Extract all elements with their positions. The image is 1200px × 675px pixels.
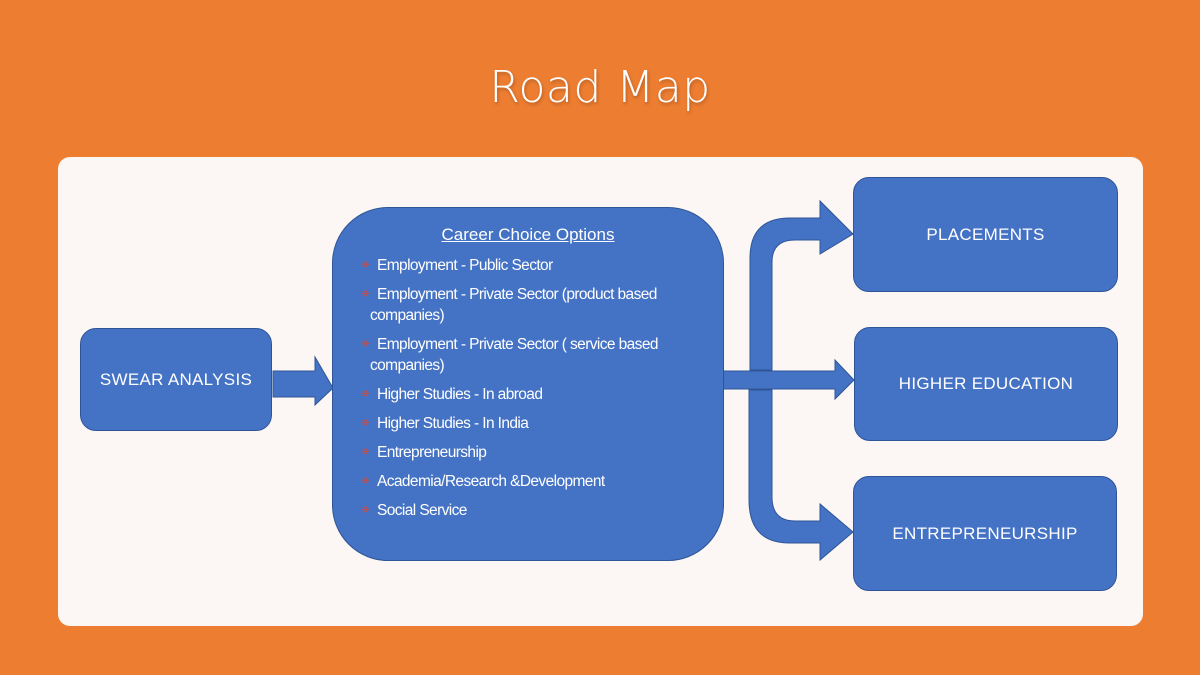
career-option-item: ❖ Academia/Research &Development xyxy=(361,471,711,492)
entrepreneurship-label: ENTREPRENEURSHIP xyxy=(892,523,1078,543)
diamond-bullet-icon: ❖ xyxy=(361,389,370,400)
career-option-text-continued: companies) xyxy=(370,357,445,374)
career-option-item: ❖ Social Service xyxy=(361,500,711,521)
diamond-bullet-icon: ❖ xyxy=(361,418,370,429)
career-option-text: Employment - Private Sector ( service ba… xyxy=(377,336,658,353)
placements-box: PLACEMENTS xyxy=(853,177,1118,292)
career-option-item: ❖ Higher Studies - In India xyxy=(361,413,711,434)
career-option-text: Employment - Private Sector (product bas… xyxy=(377,286,657,303)
career-option-text-continued: companies) xyxy=(370,307,445,324)
career-options-heading: Career Choice Options xyxy=(441,225,615,244)
career-option-item: ❖ Employment - Private Sector ( service b… xyxy=(361,334,711,376)
slide-title: Road Map xyxy=(489,62,711,113)
arrow-to-entrepreneurship xyxy=(748,389,854,562)
swear-analysis-label: SWEAR ANALYSIS xyxy=(99,369,253,389)
diamond-bullet-icon: ❖ xyxy=(361,339,370,350)
diamond-bullet-icon: ❖ xyxy=(361,447,370,458)
career-option-text: Higher Studies - In abroad xyxy=(377,386,543,403)
career-option-item: ❖ Entrepreneurship xyxy=(361,442,711,463)
entrepreneurship-box: ENTREPRENEURSHIP xyxy=(853,476,1117,591)
career-options-box: Career Choice Options ❖ Employment - Publ… xyxy=(332,207,724,561)
higher-education-label: HIGHER EDUCATION xyxy=(898,374,1074,393)
arrow-to-higher-education xyxy=(721,358,855,401)
career-options-list: ❖ Employment - Public Sector ❖ Employment … xyxy=(361,255,711,529)
career-option-text: Higher Studies - In India xyxy=(377,415,529,432)
career-option-item: ❖ Employment - Private Sector (product ba… xyxy=(361,284,711,326)
diamond-bullet-icon: ❖ xyxy=(361,289,370,300)
career-option-text: Employment - Public Sector xyxy=(377,257,553,274)
higher-education-box: HIGHER EDUCATION xyxy=(854,327,1118,441)
career-option-text: Academia/Research &Development xyxy=(377,473,605,490)
career-option-item: ❖ Higher Studies - In abroad xyxy=(361,384,711,405)
career-option-text: Entrepreneurship xyxy=(377,444,487,461)
swear-analysis-box: SWEAR ANALYSIS xyxy=(80,328,272,431)
diamond-bullet-icon: ❖ xyxy=(361,476,370,487)
career-option-text: Social Service xyxy=(377,502,467,519)
arrow-swear-to-career xyxy=(272,355,334,407)
diamond-bullet-icon: ❖ xyxy=(361,505,370,516)
placements-label: PLACEMENTS xyxy=(926,224,1045,244)
arrow-to-placements xyxy=(749,199,854,371)
career-option-item: ❖ Employment - Public Sector xyxy=(361,255,711,276)
diamond-bullet-icon: ❖ xyxy=(361,260,370,271)
